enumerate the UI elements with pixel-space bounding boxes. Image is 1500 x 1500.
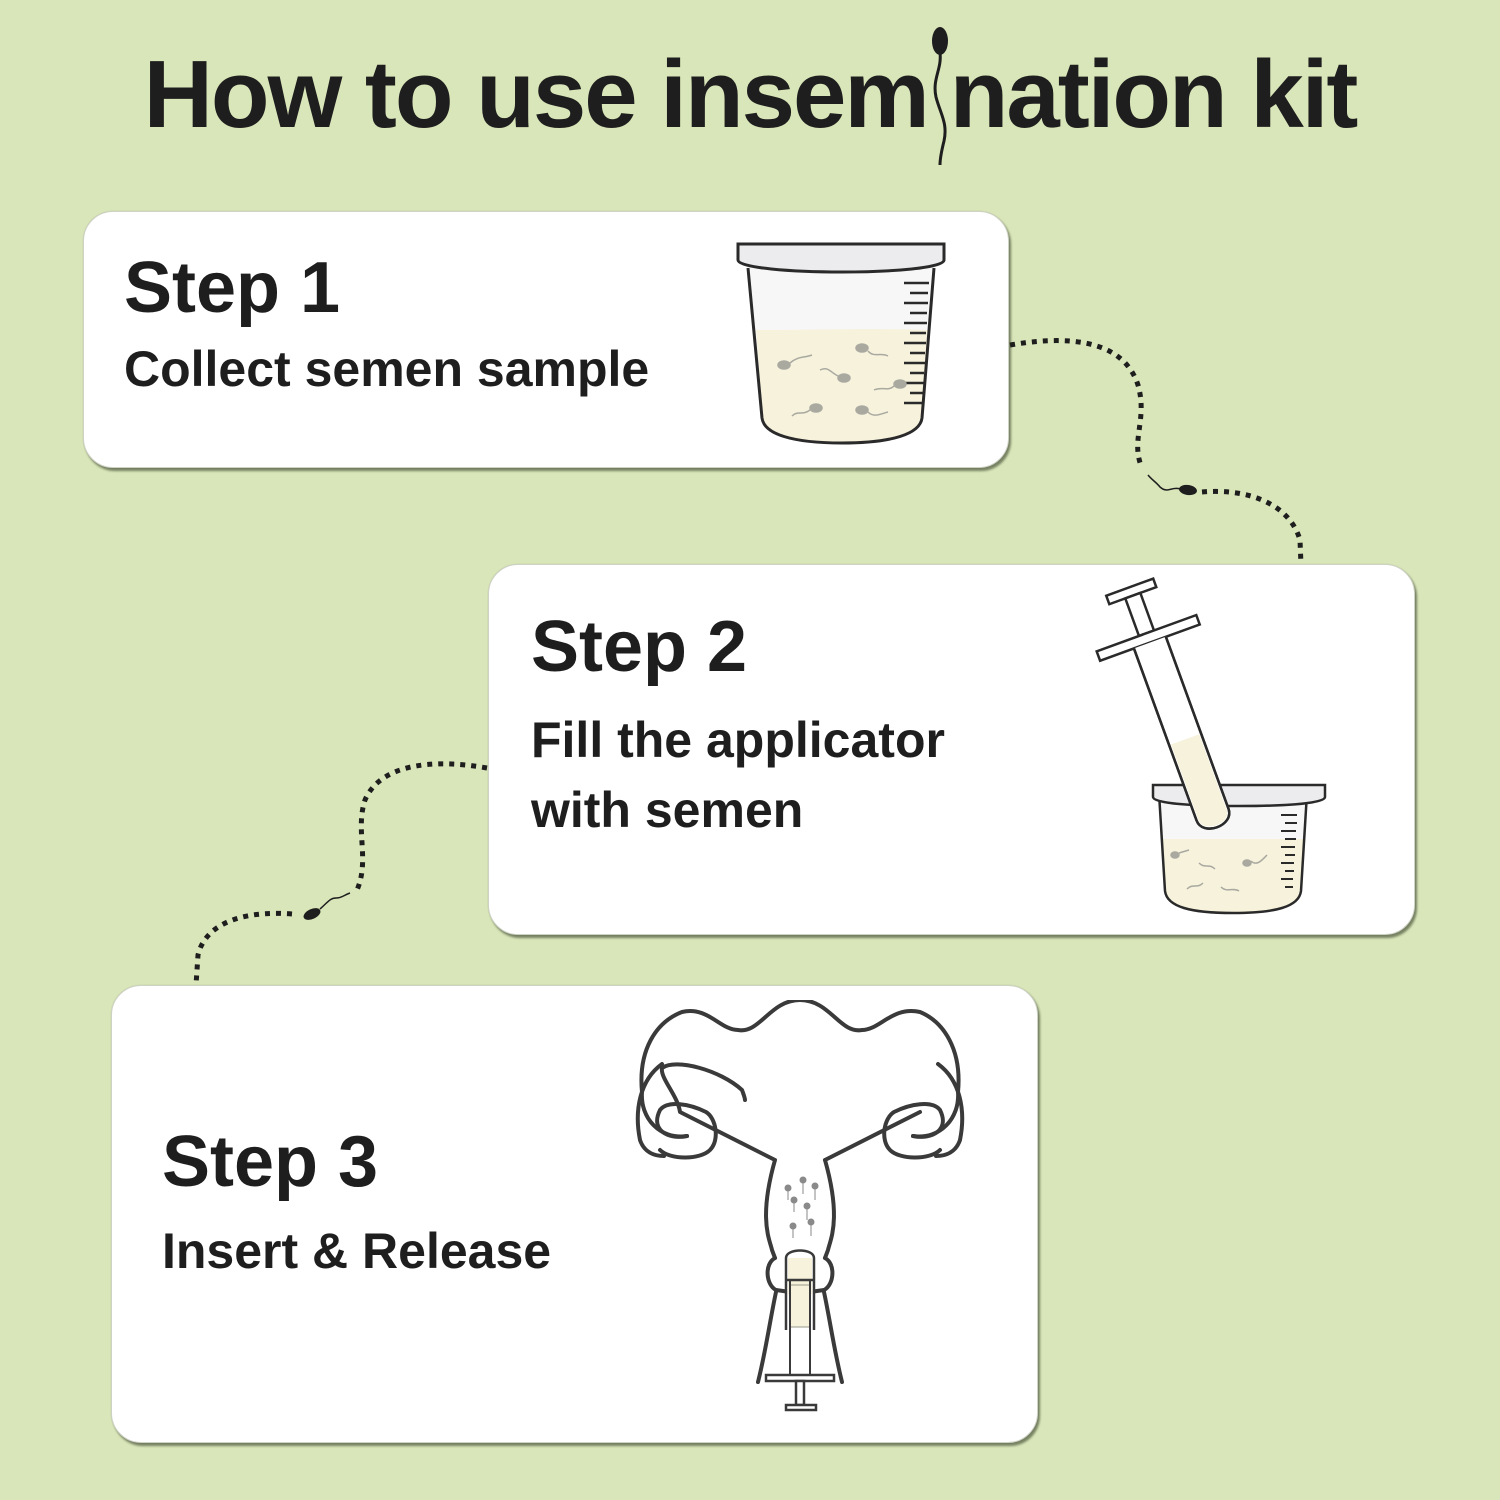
step-3-description: Insert & Release [162, 1223, 552, 1279]
title-text-after: nation kit [949, 41, 1359, 148]
sperm-icon [1147, 474, 1197, 496]
step-1-label: Step 1 [124, 248, 341, 328]
step-2-card: Step 2 Fill the applicator with semen [488, 564, 1415, 935]
title-text-before: How to use insem [143, 41, 930, 148]
step-2-label: Step 2 [531, 607, 748, 687]
step-3-card: Step 3 Insert & Release [111, 985, 1038, 1443]
specimen-cup-icon [736, 242, 946, 445]
step-2-description-line-2: with semen [531, 782, 804, 838]
step-3-label: Step 3 [162, 1122, 379, 1202]
sperm-icon [303, 892, 351, 920]
step-2-description-line-1: Fill the applicator [531, 712, 945, 768]
step-1-description: Collect semen sample [124, 341, 650, 397]
page-title: How to use insem nation kit [0, 27, 1500, 166]
step-1-card: Step 1 Collect semen sample [83, 211, 1009, 468]
uterus-applicator-icon [635, 1000, 965, 1412]
sperm-icon [928, 27, 950, 166]
syringe-in-cup-icon [1095, 577, 1327, 915]
